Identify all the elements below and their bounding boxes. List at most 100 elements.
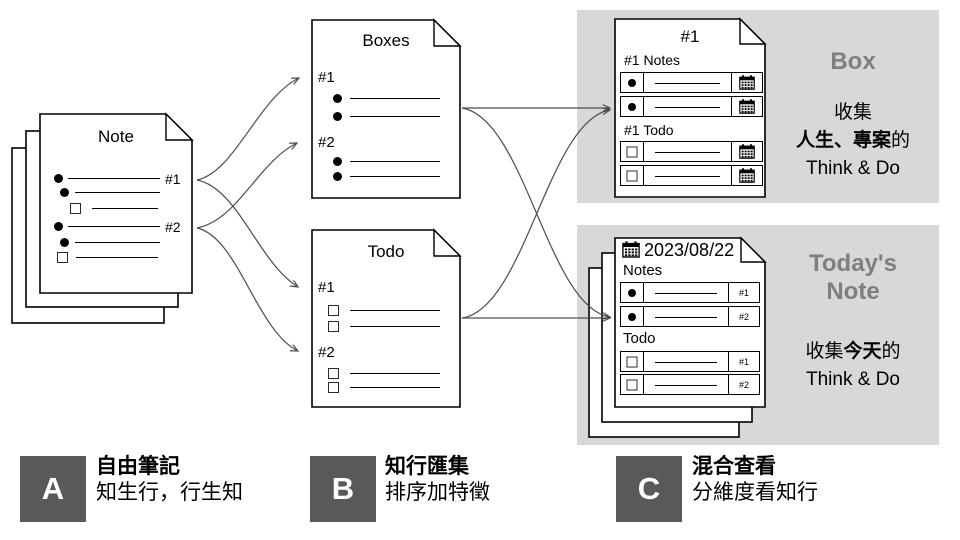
box-doc-title: #1 (680, 27, 700, 46)
row-line (655, 175, 720, 177)
today-doc-todo-row: #1 (620, 351, 760, 372)
checkbox-icon (626, 356, 638, 367)
today-panel-desc-line2: Think & Do (806, 369, 900, 390)
bullet-icon (60, 188, 69, 197)
arrow-note1-to-todo (196, 179, 298, 287)
legend-subtitle-b: 排序加特徵 (385, 481, 490, 504)
box-doc-todo-row (620, 141, 763, 162)
todo-line (350, 387, 440, 388)
arrow-note2-to-boxes (196, 143, 297, 229)
box-doc-todo-row (620, 165, 763, 186)
note-tag: #1 (165, 171, 181, 187)
today-panel-label-line1: Today's (809, 250, 897, 277)
boxes-section-1-label: #1 (318, 69, 335, 86)
boxes-line (350, 116, 440, 117)
todo-line (350, 373, 440, 374)
row-box-ref: #2 (728, 307, 759, 326)
note-title: Note (98, 127, 134, 146)
page-fold-icon (740, 236, 767, 263)
today-doc-notes-heading: Notes (623, 262, 663, 279)
box-panel-desc-rest: 的 (891, 130, 911, 151)
row-line (655, 82, 720, 84)
bullet-icon (333, 94, 342, 103)
row-line (655, 361, 717, 363)
arrow-note1-to-boxes (196, 78, 299, 181)
bullet-icon (628, 312, 636, 321)
box-doc-note-row (620, 72, 763, 93)
bullet-icon (54, 174, 63, 183)
note-line (75, 192, 160, 193)
page-fold-icon (433, 228, 462, 257)
legend-text-c: 混合查看 分維度看知行 (692, 454, 818, 506)
checkbox-icon (328, 305, 339, 316)
legend-subtitle-c: 分維度看知行 (692, 481, 818, 504)
checkbox-icon (626, 146, 638, 157)
box-panel-desc-bold: 人生、專案 (795, 130, 891, 151)
boxes-paper (311, 19, 461, 199)
checkbox-icon (328, 368, 339, 379)
boxes-title: Boxes (362, 31, 410, 50)
today-panel-desc-pre: 收集 (805, 341, 844, 362)
boxes-line (350, 176, 440, 177)
checkbox-icon (328, 321, 339, 332)
note-line (76, 257, 158, 258)
row-line (655, 384, 717, 386)
box-panel-desc-line2: 人生、專案的 (768, 129, 938, 152)
page-fold-icon (165, 112, 194, 141)
calendar-icon (739, 144, 755, 159)
todo-title: Todo (367, 242, 405, 261)
note-paper-front (39, 113, 193, 294)
legend-badge-a: A (20, 456, 86, 522)
today-panel-label-line2: Note (826, 278, 880, 305)
bullet-icon (333, 112, 342, 121)
checkbox-icon (57, 252, 68, 263)
calendar-icon (739, 99, 755, 114)
row-box-ref: #1 (728, 283, 759, 302)
row-box-ref: #2 (728, 375, 759, 394)
legend-subtitle-a: 知生行，行生知 (96, 481, 243, 504)
box-panel-desc-line1: 收集 (833, 102, 872, 123)
bullet-icon (333, 172, 342, 181)
box-doc-todo-heading: #1 Todo (624, 122, 674, 138)
box-doc-notes-heading: #1 Notes (624, 52, 681, 68)
checkbox-icon (328, 382, 339, 393)
box-doc-note-row (620, 96, 763, 117)
row-box-ref: #1 (728, 352, 759, 371)
bullet-icon (60, 238, 69, 247)
row-line (655, 292, 717, 294)
todo-line (350, 326, 440, 327)
note-line (68, 178, 160, 179)
checkbox-icon (70, 203, 81, 214)
legend-title-c: 混合查看 (692, 455, 776, 478)
today-doc-todo-row: #2 (620, 374, 760, 395)
todo-line (350, 310, 440, 311)
box-panel-label: Box (830, 48, 876, 75)
today-doc-note-row: #1 (620, 282, 760, 303)
calendar-icon (739, 75, 755, 90)
todo-paper (311, 229, 461, 408)
calendar-icon (622, 241, 640, 258)
checkbox-icon (626, 379, 638, 390)
arrow-todo-to-box-doc (461, 110, 610, 319)
today-panel-desc-post: 的 (881, 341, 901, 362)
today-doc-todo-heading: Todo (623, 330, 656, 347)
checkbox-icon (626, 170, 638, 181)
note-tag: #2 (165, 219, 181, 235)
today-doc-title: 2023/08/22 (644, 240, 735, 260)
today-panel-label: Today's Note (768, 250, 938, 306)
row-line (655, 106, 720, 108)
legend-text-a: 自由筆記 知生行，行生知 (96, 454, 243, 506)
row-line (655, 151, 720, 153)
bullet-icon (628, 102, 636, 111)
bullet-icon (333, 157, 342, 166)
bullet-icon (54, 222, 63, 231)
legend-text-b: 知行匯集 排序加特徵 (385, 454, 490, 506)
todo-section-1-label: #1 (318, 279, 335, 296)
today-panel-desc-line1: 收集今天的 (768, 340, 938, 363)
row-line (655, 316, 717, 318)
legend-badge-c: C (616, 456, 682, 522)
page-fold-icon (433, 18, 462, 47)
today-panel-desc-bold: 今天 (843, 341, 882, 362)
todo-section-2-label: #2 (318, 344, 335, 361)
